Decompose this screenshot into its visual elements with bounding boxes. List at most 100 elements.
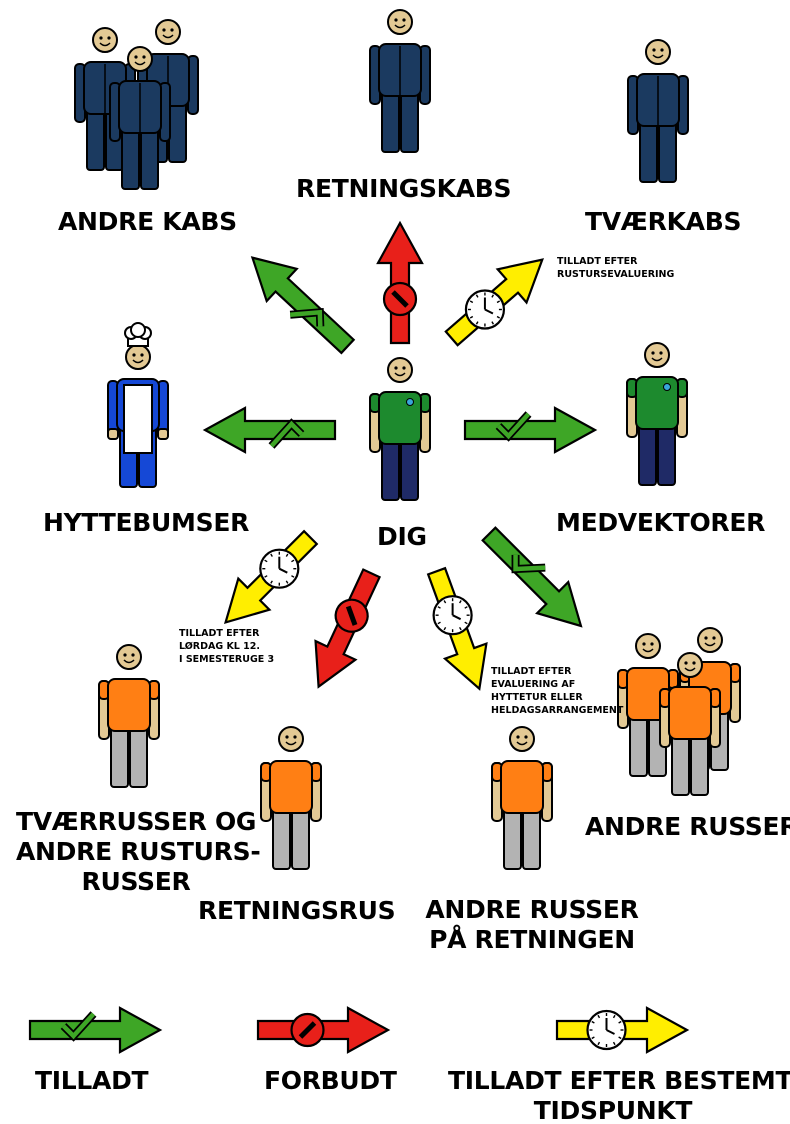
- andre-russer-retning-figure-smile: [516, 741, 528, 746]
- retningskabs-figure-eye-left: [394, 18, 398, 22]
- andre-kabs-figure-3-leg-right: [168, 101, 187, 163]
- label-retningsrus: RETNINGSRUS: [198, 896, 396, 925]
- arrow-to-medvektorer-body: [463, 406, 598, 454]
- medvektorer-figure-head: [644, 342, 670, 368]
- arrow-to-andre-kabs-body: [250, 256, 356, 355]
- arrow-to-tvaerrusser-clock-hand-hour: [278, 567, 288, 574]
- andre-russer-retning-figure-head: [509, 726, 535, 752]
- hyttebumser-figure-apron: [123, 384, 153, 454]
- legend-label-forbidden: FORBUDT: [264, 1066, 397, 1095]
- andre-russer-retning-figure-torso: [500, 760, 544, 814]
- arrow-to-tvaerrusser-clock-icon: [259, 548, 300, 589]
- dig-figure-eye-right: [402, 366, 406, 370]
- hyttebumser-figure-eye-left: [132, 353, 136, 357]
- hyttebumser-figure: [107, 322, 169, 488]
- arrow-to-andre-russer-retning-clock-hand-hour: [452, 614, 462, 621]
- arrow-to-medvektorer-check-icon: [496, 412, 531, 440]
- hyttebumser-figure-eye-right: [140, 353, 144, 357]
- arrow-to-retningsrus-no-entry-bar: [345, 605, 358, 626]
- legend-arrow-forbidden-no-entry-bar: [298, 1021, 317, 1039]
- andre-russer-retning-figure-eye-right: [524, 735, 528, 739]
- andre-russer-figure-2-head: [677, 652, 703, 678]
- legend-arrow-timed-clock-icon: [586, 1009, 627, 1051]
- andre-russer-figure-2-smile: [684, 667, 696, 672]
- tvaerrusser-figure-eye-left: [123, 653, 127, 657]
- label-hyttebumser: HYTTEBUMSER: [43, 508, 250, 537]
- note-tvaerkabs-line2: RUSTURSEVALUERING: [557, 269, 675, 280]
- tvaerkabs-figure-leg-left: [639, 121, 658, 183]
- hyttebumser-figure-hand-left: [107, 428, 119, 440]
- retningsrus-figure-eye-right: [293, 735, 297, 739]
- dig-figure-head: [387, 357, 413, 383]
- legend-arrow-timed-clock-tick: [618, 1020, 622, 1024]
- andre-russer-figure-1-head: [635, 633, 661, 659]
- dig-figure-leg-right: [400, 439, 419, 501]
- andre-russer-figure-2-leg-left: [671, 734, 690, 796]
- tvaerkabs-figure-head: [645, 39, 671, 65]
- legend-arrow-timed: [555, 1006, 690, 1054]
- retningsrus-figure-leg-left: [272, 808, 291, 870]
- andre-russer-figure-3-smile: [704, 642, 716, 647]
- legend-arrow-timed-clock-tick: [612, 1014, 616, 1019]
- andre-kabs-figure-1-eye-right: [107, 36, 111, 40]
- legend-label-timed-line2: TIDSPUNKT: [533, 1096, 693, 1124]
- arrow-to-andre-russer-retning: [426, 566, 488, 691]
- arrow-to-tvaerkabs-clock-tick: [496, 315, 500, 319]
- dig-figure-badge: [406, 398, 414, 406]
- figures-layer: [74, 9, 741, 870]
- andre-kabs-figure-1-eye-left: [99, 36, 103, 40]
- arrow-to-tvaerrusser-clock-tick: [264, 559, 268, 563]
- tvaerkabs-figure-eye-left: [652, 48, 656, 52]
- label-andre-russer-retning-line2: PÅ RETNINGEN: [429, 925, 635, 954]
- andre-kabs-figure-2-leg-right: [140, 128, 159, 190]
- label-tvaerkabs: TVÆRKABS: [585, 207, 742, 236]
- tvaerkabs-figure-smile: [652, 54, 664, 59]
- arrow-to-tvaerrusser: [223, 529, 319, 625]
- andre-russer-retning-figure: [491, 726, 553, 870]
- andre-kabs-figure-1: [74, 27, 136, 171]
- arrow-to-tvaerkabs-clock-tick: [469, 300, 474, 304]
- legend-label-allowed: TILLADT: [35, 1066, 149, 1095]
- retningsrus-figure-torso: [269, 760, 313, 814]
- label-dig: DIG: [377, 522, 427, 551]
- legend-label-timed: TILLADT EFTER BESTEMT TIDSPUNKT: [448, 1066, 790, 1124]
- legend-arrow-allowed-body: [28, 1006, 163, 1054]
- medvektorer-figure-eye-right: [659, 351, 663, 355]
- medvektorer-figure-smile: [651, 357, 663, 362]
- legend-label-timed-line1: TILLADT EFTER BESTEMT: [448, 1066, 790, 1095]
- arrow-to-tvaerkabs: [444, 258, 545, 347]
- medvektorer-figure-torso: [635, 376, 679, 430]
- note-tvaerrusser: TILLADT EFTER LØRDAG KL 12. I SEMESTERUG…: [179, 627, 274, 666]
- legend-arrow-timed-clock-tick: [612, 1041, 616, 1046]
- arrow-to-tvaerkabs-clock-tick: [491, 294, 495, 298]
- andre-russer-figure-1-eye-right: [650, 642, 654, 646]
- dig-figure-eye-left: [394, 366, 398, 370]
- note-tvaerkabs: TILLADT EFTER RUSTURSEVALUERING: [557, 255, 674, 281]
- legend-arrow-allowed-check-icon: [61, 1012, 96, 1040]
- retningsrus-figure-leg-right: [291, 808, 310, 870]
- andre-kabs-figure-2-eye-right: [142, 55, 146, 59]
- arrow-to-andre-russer-retning-clock-tick: [443, 600, 447, 604]
- andre-russer-figure-2: [659, 652, 721, 796]
- arrow-to-andre-russer-retning-clock-tick: [464, 621, 468, 625]
- medvektorer-figure-eye-left: [651, 351, 655, 355]
- arrow-to-medvektorer: [463, 406, 598, 454]
- andre-russer-figure-2-eye-right: [692, 661, 696, 665]
- arrow-to-tvaerkabs-clock-hand-hour: [484, 308, 494, 315]
- note-andre-russer-retning-line2: EVALUERING AF: [491, 679, 576, 690]
- hyttebumser-figure-hand-right: [157, 428, 169, 440]
- note-andre-russer-retning-line3: HYTTETUR ELLER: [491, 692, 583, 703]
- tvaerrusser-figure-eye-right: [131, 653, 135, 657]
- tvaerrusser-figure-smile: [123, 659, 135, 664]
- retningskabs-figure: [369, 9, 431, 153]
- arrow-to-tvaerrusser-clock-tick: [270, 580, 273, 584]
- tvaerkabs-figure-eye-right: [660, 48, 664, 52]
- arrow-to-retningskabs-no-entry-bar: [391, 290, 409, 308]
- arrow-to-tvaerrusser-clock-tick: [270, 553, 273, 557]
- arrow-to-andre-russer-check-icon: [513, 554, 546, 572]
- label-retningskabs: RETNINGSKABS: [296, 174, 512, 203]
- retningskabs-figure-leg-left: [381, 91, 400, 153]
- arrow-to-andre-russer-body: [481, 526, 583, 628]
- andre-russer-figure-3-eye-left: [704, 636, 708, 640]
- andre-russer-figure-2-eye-left: [684, 661, 688, 665]
